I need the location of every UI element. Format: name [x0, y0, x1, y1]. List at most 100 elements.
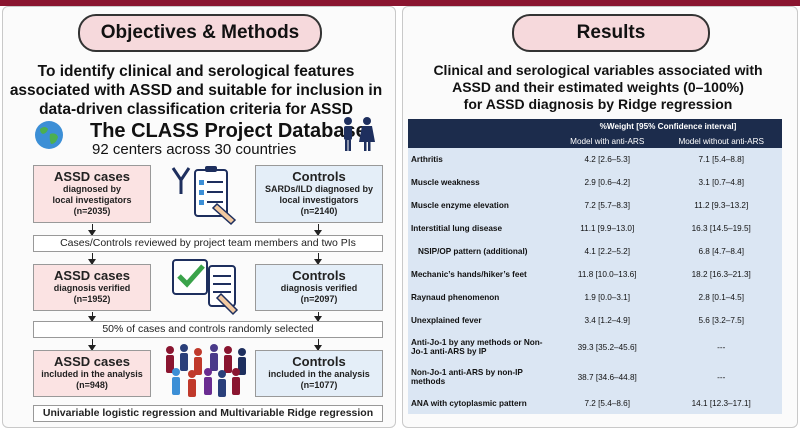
value-without-ars: 18.2 [16.3–21.3]: [660, 263, 782, 286]
controls-verified-box: Controls diagnosis verified (n=2097): [255, 264, 383, 311]
ctrl-box1-line1: SARDs/ILD diagnosed by: [264, 184, 373, 194]
value-with-ars: 4.2 [2.6–5.3]: [554, 148, 661, 171]
row-label: Interstitial lung disease: [408, 217, 554, 240]
value-without-ars: ---: [660, 332, 782, 362]
ctrl-box2-title: Controls: [292, 268, 346, 283]
table-corner-cell: [408, 134, 554, 148]
value-with-ars: 7.2 [5.7–8.3]: [554, 194, 661, 217]
row-label: NSIP/OP pattern (additional): [408, 240, 554, 263]
row-label: Muscle weakness: [408, 171, 554, 194]
value-without-ars: 14.1 [12.3–17.1]: [660, 392, 782, 414]
top-accent-bar: [0, 0, 800, 6]
row-label: Raynaud phenomenon: [408, 286, 554, 309]
assd-box1-title: ASSD cases: [54, 169, 130, 184]
row-label: Mechanic’s hands/hiker’s feet: [408, 263, 554, 286]
value-with-ars: 39.3 [35.2–45.6]: [554, 332, 661, 362]
objective-line-2: associated with ASSD and suitable for in…: [9, 82, 383, 99]
globe-icon: [35, 121, 63, 149]
assd-box1-line2: local investigators: [52, 195, 132, 205]
value-with-ars: 1.9 [0.0–3.1]: [554, 286, 661, 309]
assd-box2-line1: diagnosis verified: [53, 283, 131, 293]
objective-line-1: To identify clinical and serological fea…: [37, 63, 355, 80]
row-label: Anti-Jo-1 by any methods or Non-Jo-1 ant…: [408, 332, 554, 362]
assd-box3-title: ASSD cases: [54, 354, 130, 369]
value-with-ars: 11.1 [9.9–13.0]: [554, 217, 661, 240]
table-row: Anti-Jo-1 by any methods or Non-Jo-1 ant…: [408, 332, 782, 362]
regression-step-box: Univariable logistic regression and Mult…: [33, 405, 383, 422]
review-step-box: Cases/Controls reviewed by project team …: [33, 235, 383, 252]
value-without-ars: 3.1 [0.7–4.8]: [660, 171, 782, 194]
arrow-down: [88, 253, 96, 265]
people-icon: [344, 117, 375, 151]
row-label: Non-Jo-1 anti-ARS by non-IP methods: [408, 362, 554, 392]
database-title: The CLASS Project Database: [90, 120, 367, 142]
value-with-ars: 7.2 [5.4–8.6]: [554, 392, 661, 414]
results-title-line-3: for ASSD diagnosis by Ridge regression: [463, 96, 733, 112]
ctrl-box1-line2: local investigators: [279, 195, 359, 205]
ctrl-box3-count: (n=1077): [300, 380, 338, 390]
results-title-line-1: Clinical and serological variables assoc…: [433, 62, 763, 78]
ctrl-box3-title: Controls: [292, 354, 346, 369]
database-subtitle: 92 centers across 30 countries: [92, 141, 297, 158]
arrow-down: [88, 312, 96, 322]
value-without-ars: 7.1 [5.4–8.8]: [660, 148, 782, 171]
assd-box3-count: (n=948): [76, 380, 108, 390]
table-corner-cell: [408, 119, 554, 134]
assd-box1-count: (n=2035): [73, 206, 111, 216]
value-without-ars: ---: [660, 362, 782, 392]
row-label: Arthritis: [408, 148, 554, 171]
controls-included-box: Controls included in the analysis (n=107…: [255, 350, 383, 397]
arrow-down: [314, 253, 322, 265]
row-label: ANA with cytoplasmic pattern: [408, 392, 554, 414]
objective-line-3: data-driven classification criteria for …: [39, 101, 353, 118]
assd-cases-included-box: ASSD cases included in the analysis (n=9…: [33, 350, 151, 397]
assd-cases-diagnosed-box: ASSD cases diagnosed by local investigat…: [33, 165, 151, 223]
arrow-down: [88, 224, 96, 236]
value-with-ars: 2.9 [0.6–4.2]: [554, 171, 661, 194]
objectives-heading: Objectives & Methods: [78, 14, 322, 52]
assd-box1-line1: diagnosed by: [62, 184, 121, 194]
value-without-ars: 5.6 [3.2–7.5]: [660, 309, 782, 332]
value-with-ars: 38.7 [34.6–44.8]: [554, 362, 661, 392]
column-header-with-ars: Model with anti-ARS: [554, 134, 661, 148]
crowd-icon: [166, 344, 246, 397]
ctrl-box2-line1: diagnosis verified: [280, 283, 358, 293]
arrow-down: [314, 312, 322, 322]
ctrl-box1-title: Controls: [292, 169, 346, 184]
checklist-icon: [172, 259, 239, 316]
value-with-ars: 11.8 [10.0–13.6]: [554, 263, 661, 286]
value-without-ars: 16.3 [14.5–19.5]: [660, 217, 782, 240]
ctrl-box1-count: (n=2140): [300, 206, 338, 216]
row-label: Unexplained fever: [408, 309, 554, 332]
value-with-ars: 3.4 [1.2–4.9]: [554, 309, 661, 332]
column-header-without-ars: Model without anti-ARS: [660, 134, 782, 148]
results-table: %Weight [95% Confidence interval] Model …: [408, 119, 782, 414]
row-label: Muscle enzyme elevation: [408, 194, 554, 217]
table-row: NSIP/OP pattern (additional)4.1 [2.2–5.2…: [408, 240, 782, 263]
arrow-down: [314, 224, 322, 236]
arrow-down: [314, 339, 322, 351]
assd-box3-line1: included in the analysis: [41, 369, 143, 379]
results-title-line-2: ASSD and their estimated weights (0–100%…: [452, 79, 744, 95]
assd-box2-title: ASSD cases: [54, 268, 130, 283]
assd-box2-count: (n=1952): [73, 294, 111, 304]
antibody-clipboard-icon: [171, 166, 237, 226]
value-with-ars: 4.1 [2.2–5.2]: [554, 240, 661, 263]
arrow-down: [88, 339, 96, 351]
ctrl-box2-count: (n=2097): [300, 294, 338, 304]
value-without-ars: 2.8 [0.1–4.5]: [660, 286, 782, 309]
value-without-ars: 6.8 [4.7–8.4]: [660, 240, 782, 263]
value-without-ars: 11.2 [9.3–13.2]: [660, 194, 782, 217]
controls-diagnosed-box: Controls SARDs/ILD diagnosed by local in…: [255, 165, 383, 223]
ctrl-box3-line1: included in the analysis: [268, 369, 370, 379]
table-group-header: %Weight [95% Confidence interval]: [554, 119, 782, 134]
